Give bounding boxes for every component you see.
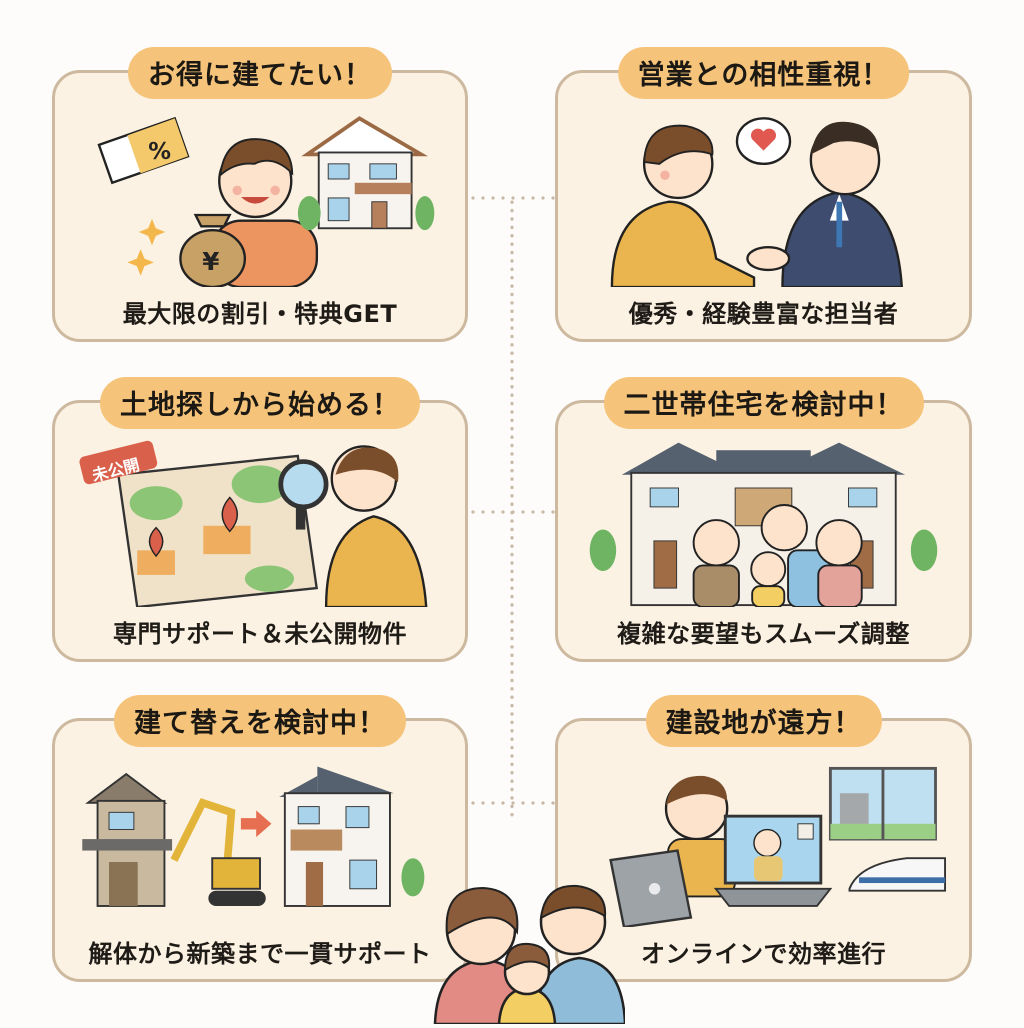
customer-man <box>610 124 756 289</box>
panel-remote-site: 建設地が遠方！ <box>555 695 972 982</box>
panel-title: 土地探しから始める！ <box>100 377 420 429</box>
row3-dotted-connector <box>468 801 556 805</box>
tree-icon <box>401 858 425 897</box>
svg-text:¥: ¥ <box>202 247 219 276</box>
magnifying-glass-icon <box>278 459 329 530</box>
row2-dotted-connector <box>468 510 556 514</box>
svg-text:%: % <box>148 139 171 165</box>
window-construction-site-icon <box>828 766 937 841</box>
panel-title: 二世帯住宅を検討中！ <box>603 377 924 429</box>
panel-caption: オンラインで効率進行 <box>641 940 886 968</box>
panel-title: 建設地が遠方！ <box>645 695 882 747</box>
arrow-right-icon <box>240 810 272 838</box>
panel-title: お得に建てたい！ <box>128 47 392 99</box>
discount-illustration: % ¥ <box>65 107 455 289</box>
man-searching <box>324 445 428 609</box>
handshake-icon <box>746 246 791 272</box>
folded-map-icon <box>116 454 319 609</box>
father <box>533 884 627 1026</box>
remote-site-illustration <box>568 755 959 929</box>
panel-discount: お得に建てたい！ % ¥ <box>52 47 468 342</box>
yen-money-bag-icon: ¥ <box>179 213 247 289</box>
panel-caption: 複雑な要望もスムーズ調整 <box>617 620 910 648</box>
panel-title: 営業との相性重視！ <box>617 47 910 99</box>
panel-caption: 解体から新築まで一貫サポート <box>88 940 432 968</box>
two-household-illustration <box>568 437 959 608</box>
house-icon <box>297 116 435 231</box>
panel-two-household: 二世帯住宅を検討中！ <box>555 377 972 662</box>
discount-coupon-icon: % <box>97 116 190 185</box>
panel-caption: 優秀・経験豊富な担当者 <box>628 300 899 328</box>
laptop-icon <box>609 849 693 929</box>
video-call-laptop-icon <box>713 814 833 907</box>
sparkle-icon <box>127 218 166 276</box>
tree-icon <box>589 529 938 572</box>
panel-land-search: 土地探しから始める！ 未公開 <box>52 377 468 662</box>
land-search-illustration: 未公開 <box>65 437 455 609</box>
row1-dotted-connector <box>468 196 556 200</box>
family-group <box>692 504 863 608</box>
panel-rebuild: 建て替えを検討中！ <box>52 695 468 982</box>
excavator-icon <box>170 798 266 906</box>
panel-title: 建て替えを検討中！ <box>114 695 406 747</box>
panel-caption: 専門サポート＆未公開物件 <box>113 620 407 648</box>
child <box>497 942 557 1026</box>
map-pin-icon <box>148 496 239 558</box>
family-illustration <box>425 868 627 1026</box>
sales-illustration <box>568 107 959 289</box>
new-house-icon <box>279 766 394 907</box>
bullet-train-icon <box>848 857 947 892</box>
salesman-in-suit <box>781 121 904 289</box>
old-house-icon <box>82 772 173 907</box>
rebuild-illustration <box>65 755 455 927</box>
center-dotted-connector <box>510 198 514 818</box>
heart-speech-bubble-icon <box>735 117 792 166</box>
panel-caption: 最大限の割引・特典GET <box>122 300 398 328</box>
panel-sales-compatibility: 営業との相性重視！ 優秀・経験豊富な <box>555 47 972 342</box>
